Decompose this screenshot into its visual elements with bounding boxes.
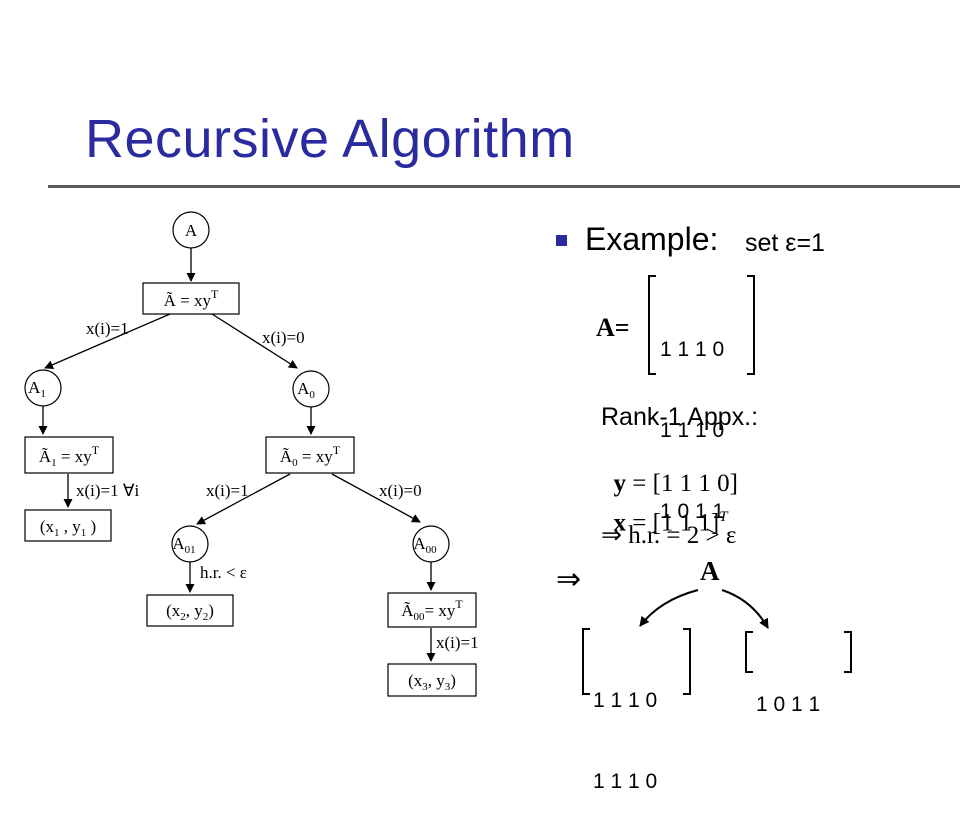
y-value: = [1 1 1 0] bbox=[626, 470, 738, 497]
node-root-approx-box bbox=[142, 282, 240, 315]
node-root-approx-label: Ã = xyT bbox=[164, 287, 219, 310]
left-matrix-bracket-left bbox=[582, 628, 590, 695]
edge-label-a00: x(i)=1 bbox=[436, 633, 479, 652]
node-a01 bbox=[171, 525, 209, 563]
edge-label-left: x(i)=1 bbox=[86, 319, 129, 338]
matrix-row: 1 1 1 0 bbox=[660, 419, 725, 442]
node-a01-leaf-label: (x2, y2) bbox=[166, 601, 214, 623]
x-var: x bbox=[613, 509, 627, 537]
example-bullet bbox=[556, 235, 567, 246]
node-a1-label: A1 bbox=[28, 378, 46, 400]
edge-a0-branch-right bbox=[331, 473, 421, 523]
y-var: y bbox=[613, 470, 627, 497]
y-vector-line: y = [1 1 1 0] bbox=[601, 442, 739, 498]
edge-branch-left bbox=[44, 313, 171, 369]
node-a01-label: A01 bbox=[172, 534, 195, 556]
matrix-label: A= bbox=[596, 313, 630, 342]
node-a00-approx-box bbox=[387, 592, 477, 628]
node-a1-leaf-box bbox=[24, 509, 112, 542]
node-a0-label: A0 bbox=[297, 379, 315, 401]
node-a1-approx-box bbox=[24, 436, 114, 474]
node-root-label: A bbox=[185, 221, 198, 240]
split-arrows bbox=[639, 589, 769, 629]
right-matrix-bracket-right bbox=[844, 631, 852, 673]
x-value: = [1 1 1] bbox=[626, 509, 720, 537]
split-arrow-left bbox=[639, 589, 699, 627]
slide-title: Recursive Algorithm bbox=[85, 109, 575, 169]
matrix-bracket-left bbox=[648, 275, 656, 375]
example-setting: set ε=1 bbox=[745, 229, 825, 257]
title-rule bbox=[48, 185, 960, 188]
right-matrix-bracket-left bbox=[745, 631, 753, 673]
edge-label-a01: h.r. < ε bbox=[200, 563, 247, 582]
example-label: Example: bbox=[585, 221, 719, 257]
split-arrow-right bbox=[721, 589, 769, 629]
node-a00-approx-label: Ã00= xyT bbox=[401, 597, 463, 623]
node-a1-approx-label: Ã1 = xyT bbox=[39, 443, 100, 469]
edge-label-a0-left: x(i)=1 bbox=[206, 481, 249, 500]
node-a00 bbox=[412, 525, 450, 563]
edge-label-a1: x(i)=1 ∀i bbox=[76, 481, 140, 500]
node-a00-label: A00 bbox=[413, 534, 437, 556]
right-matrix-body: 1 0 1 1 bbox=[756, 637, 820, 745]
recursion-tree-diagram: A Ã = xyT x(i)=1 x(i)=0 A1 A0 Ã1 = xyT Ã… bbox=[24, 211, 479, 697]
node-a1 bbox=[24, 369, 62, 407]
matrix-row: 1 1 1 0 bbox=[593, 770, 658, 793]
node-a0 bbox=[292, 370, 330, 408]
split-root-label: A bbox=[700, 556, 720, 586]
rank-title: Rank-1 Appx.: bbox=[601, 403, 759, 431]
node-root bbox=[172, 211, 210, 249]
left-matrix-body: 1 1 1 0 1 1 1 0 bbox=[593, 633, 657, 822]
matrix-row: 1 0 1 1 bbox=[756, 693, 821, 716]
node-a0-approx-label: Ã0 = xyT bbox=[280, 443, 341, 469]
matrix-body: 1 1 1 0 1 1 1 0 1 0 1 1 bbox=[660, 282, 724, 552]
x-vector-line: x = [1 1 1]T bbox=[601, 481, 728, 537]
matrix-row: 1 1 1 0 bbox=[660, 338, 725, 361]
hr-line: ⇒ h.r. = 2 > ε bbox=[601, 522, 737, 549]
node-a0-approx-box bbox=[265, 436, 355, 474]
matrix-bracket-right bbox=[747, 275, 755, 375]
edge-label-right: x(i)=0 bbox=[262, 328, 305, 347]
left-matrix-bracket-right bbox=[683, 628, 691, 695]
edge-branch-right bbox=[211, 313, 298, 369]
x-transpose: T bbox=[719, 509, 728, 525]
node-a00-leaf-box bbox=[387, 663, 477, 697]
edge-a0-branch-left bbox=[196, 473, 291, 525]
implies-arrow: ⇒ bbox=[556, 563, 582, 596]
matrix-row: 1 1 1 0 bbox=[593, 689, 658, 712]
edge-label-a0-right: x(i)=0 bbox=[379, 481, 422, 500]
node-a00-leaf-label: (x3, y3) bbox=[408, 671, 456, 693]
node-a01-leaf-box bbox=[146, 594, 234, 627]
matrix-row: 1 0 1 1 bbox=[660, 500, 725, 523]
node-a1-leaf-label: (x1 , y1 ) bbox=[40, 517, 96, 539]
